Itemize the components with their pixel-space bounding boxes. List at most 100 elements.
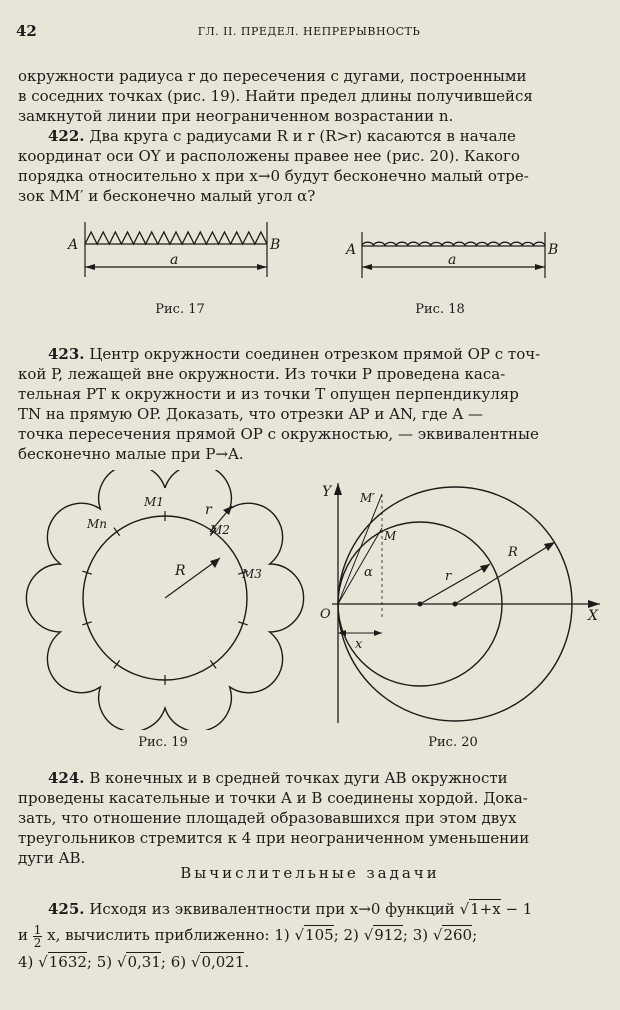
text-fragment: x, вычислить приближенно: (42, 926, 275, 944)
item-2-value: 912 (373, 925, 403, 944)
arrow-right (257, 264, 267, 270)
figure-18: A B a (344, 232, 558, 278)
division-tick (82, 570, 92, 575)
sawtooth-line (84, 230, 268, 246)
text-fragment: и (18, 926, 33, 944)
section-title: Вычислительные задачи (180, 864, 440, 882)
text-fragment: − 1 (500, 900, 533, 918)
root-expression: 1+x (469, 899, 501, 918)
figure-17-caption: Рис. 17 (155, 302, 205, 317)
division-tick (113, 659, 121, 669)
text-line: бесконечно малые при P→A. (18, 445, 244, 463)
text-line: В конечных и в средней точках дуги AB ок… (84, 769, 508, 787)
scalloped-path (25, 470, 305, 730)
division-tick (238, 621, 248, 626)
x-dim-arrow-right (374, 630, 382, 636)
fraction-numerator: 1 (32, 922, 43, 937)
problem-425-line-1: 425. Исходя из эквивалентности при x→0 ф… (48, 899, 533, 918)
item-5-number: 5) (96, 952, 113, 971)
length-label: a (448, 252, 456, 268)
item-4-number: 4) (18, 952, 34, 971)
x-axis-label: X (587, 608, 599, 624)
origin-label: O (320, 607, 331, 622)
division-tick (209, 659, 217, 669)
item-5-value: 0,31 (126, 951, 161, 971)
text-line: TN на прямую OP. Доказать, что отрезки A… (18, 405, 484, 423)
running-title: ГЛ. II. ПРЕДЕЛ. НЕПРЕРЫВНОСТЬ (197, 25, 421, 38)
problem-424: 424. В конечных и в средней точках дуги … (18, 768, 602, 868)
point-a-label: A (344, 242, 356, 258)
problem-423: 423. Центр окружности соединен отрезком … (18, 344, 602, 464)
item-4-value: 1632 (47, 951, 87, 971)
point-b-label: B (547, 242, 558, 258)
arrow-left (85, 264, 95, 270)
radius-big-arrow (210, 558, 220, 568)
text-line: дуги AB. (18, 849, 86, 867)
division-tick (113, 527, 121, 537)
problem-number: 424. (48, 769, 85, 787)
problem-number: 425. (48, 900, 85, 918)
division-tick (82, 621, 92, 626)
point-m3-label: M3 (241, 567, 262, 581)
radius-R-arrow (544, 542, 555, 551)
text-line: Центр окружности соединен отрезком прямо… (84, 345, 541, 363)
arrow-left (362, 264, 372, 270)
text-line: тельная PT к окружности и из точки T опу… (18, 385, 519, 403)
radius-small-arrow (223, 506, 232, 515)
problem-425: 425. Исходя из эквивалентности при x→0 ф… (18, 896, 602, 975)
radius-R (454, 541, 556, 605)
text-line: зок MM′ и бесконечно малый угол α? (18, 187, 316, 205)
problem-424-first-line: 424. В конечных и в средней точках дуги … (18, 768, 602, 788)
text-line: зать, что отношение площадей образовавши… (18, 809, 517, 827)
point-m1-label: M1 (143, 495, 164, 509)
point-m-prime-label: M′ (359, 491, 375, 505)
text-line: в соседних точках (рис. 19). Найти преде… (18, 87, 533, 105)
item-2-number: 2) (343, 926, 359, 944)
figure-18-caption: Рис. 18 (415, 302, 465, 317)
big-center (452, 601, 458, 607)
small-radius-label: r (205, 502, 213, 518)
division-marks (82, 511, 248, 685)
chord-om-prime (337, 493, 383, 605)
x-axis-arrow (588, 600, 600, 608)
y-axis-arrow (334, 483, 342, 495)
problem-423-first-line: 423. Центр окружности соединен отрезком … (18, 344, 602, 364)
scalloped-outline (25, 470, 305, 730)
problem-422: 422. Два круга с радиусами R и r (R>r) к… (18, 126, 602, 206)
x-segment-label: x (355, 637, 363, 652)
text-line: окружности радиуса r до пересечения с ду… (18, 67, 527, 85)
sawtooth-path (84, 230, 268, 246)
point-m2-label: M2 (209, 523, 230, 537)
x-dim-arrow-left (338, 630, 346, 636)
problem-422-first-line: 422. Два круга с радиусами R и r (R>r) к… (18, 126, 602, 146)
item-1-value: 105 (304, 925, 334, 944)
small-center (417, 601, 423, 607)
figure-19: R r M1 M2 M3 Mn (25, 470, 305, 730)
division-tick (238, 570, 248, 575)
length-label: a (170, 252, 178, 268)
fraction-denominator: 2 (33, 935, 42, 950)
text-fragment: Исходя из эквивалентности при x→0 функци… (84, 900, 460, 918)
page-header: 42 ГЛ. II. ПРЕДЕЛ. НЕПРЕРЫВНОСТЬ (16, 22, 602, 42)
chord-om (337, 527, 383, 605)
problem-425-line-3: 4) √1632; 5) √0,31; 6) √0,021. (18, 951, 250, 971)
item-6-value: 0,021 (200, 951, 245, 971)
figure-19-caption: Рис. 19 (138, 735, 188, 750)
arc-chain (361, 241, 546, 247)
text-line: проведены касательные и точки A и B соед… (18, 789, 528, 807)
page-number: 42 (16, 22, 37, 40)
point-b-label: B (269, 237, 280, 253)
angle-alpha-label: α (364, 565, 373, 580)
figure-20: Y X O M M′ α r R x (320, 483, 600, 723)
radius-R-label: R (507, 545, 518, 560)
division-tick (209, 527, 217, 537)
radius-r (419, 563, 491, 605)
point-m-label: M (383, 529, 397, 543)
text-line: Два круга с радиусами R и r (R>r) касают… (84, 127, 516, 145)
text-line: кой P, лежащей вне окружности. Из точки … (18, 365, 506, 383)
y-axis-label: Y (322, 484, 333, 500)
item-3-value: 260 (442, 925, 473, 944)
